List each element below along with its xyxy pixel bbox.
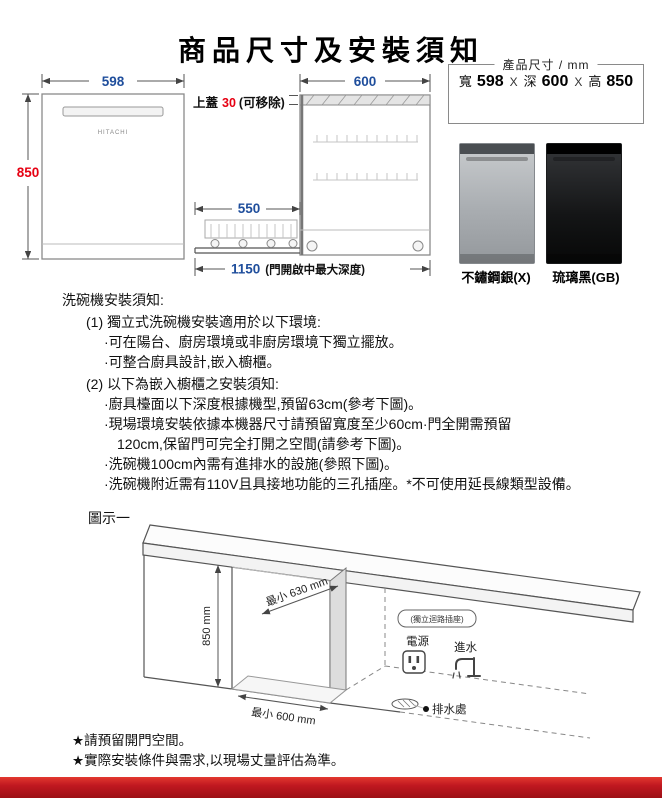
niche-depth-dim: 最小 630 mm [264, 575, 329, 609]
max-depth-dimension: 1150(門開啟中最大深度) [194, 258, 431, 277]
install-bullet: ·可整合廚具設計,嵌入櫥櫃。 [104, 354, 281, 370]
power-outlet-icon [402, 650, 426, 674]
front-view-diagram: 598 850 HITACHI [17, 74, 185, 260]
slide-depth-dim: 550 [238, 201, 261, 216]
kick-plate [460, 254, 534, 263]
product-image-silver [459, 143, 535, 264]
install-bullet: ·廚具檯面以下深度根據機型,預留63cm(參考下圖)。 [104, 396, 423, 412]
water-tap-icon [452, 657, 481, 679]
front-height-dim: 850 [17, 165, 40, 180]
control-panel [460, 144, 534, 154]
spec-separator: X [574, 75, 583, 89]
kick-plate [547, 254, 621, 263]
spec-width-label: 寬 [458, 74, 472, 89]
install-bullet-continuation: 120cm,保留門可完全打開之空間(請參考下圖)。 [117, 436, 411, 452]
spec-height-value: 850 [606, 73, 634, 90]
spec-depth-value: 600 [541, 73, 569, 90]
front-height-dimension: 850 [17, 93, 40, 260]
finish-label-silver: 不鏽鋼銀(X) [461, 270, 531, 285]
installation-isometric-diagram: 850 mm 最小 630 mm 最小 600 mm (獨立迴路插座) 電源 進… [142, 524, 641, 739]
spec-depth-label: 深 [523, 74, 537, 89]
product-size-box: 產品尺寸 / mm 寬 598 X 深 600 X 高 850 [448, 56, 644, 124]
figure-label: 圖示一 [88, 510, 130, 526]
install-section2-title: (2) 以下為嵌入櫥櫃之安裝須知: [86, 376, 279, 392]
side-depth-dimension: 600 [299, 74, 431, 92]
footnote-site-measure: ★實際安裝條件與需求,以現場丈量評估為準。 [72, 753, 345, 768]
power-label: 電源 [406, 634, 429, 648]
spec-box-content: 寬 598 X 深 600 X 高 850 [449, 65, 643, 123]
niche-depth-dimension: 最小 630 mm [261, 575, 339, 615]
drain-area: 排水處 [391, 698, 467, 716]
max-depth-dim: 1150(門開啟中最大深度) [231, 262, 365, 277]
handle-recess [62, 106, 164, 117]
dishwasher-front-outline: HITACHI [41, 93, 185, 260]
open-door [194, 247, 300, 254]
front-width-dim: 598 [102, 74, 125, 89]
water-label: 進水 [454, 641, 477, 654]
niche-floor [230, 675, 348, 704]
niche-height-dimension: 850 mm [201, 565, 222, 687]
finish-label-black: 琉璃黑(GB) [552, 270, 620, 285]
install-bullet: ·洗碗機附近需有110V且具接地功能的三孔插座。*不可使用延長線類型設備。 [104, 476, 580, 492]
niche-height-dim: 850 mm [201, 606, 213, 646]
dishwasher-side-outline [299, 94, 431, 256]
brand-label: HITACHI [98, 130, 129, 136]
outlet-callout: (獨立迴路插座) [397, 609, 477, 628]
slide-depth-dimension: 550 [194, 201, 301, 216]
handle-groove [466, 157, 528, 161]
outlet-note: (獨立迴路插座) [410, 614, 464, 624]
install-notes: 洗碗機安裝須知: (1) 獨立式洗碗機安裝適用於以下環境: ·可在陽台、廚房環境… [62, 290, 637, 494]
niche-width-dim: 最小 600 mm [250, 706, 316, 728]
side-depth-dim: 600 [354, 74, 377, 89]
spec-box-legend: 產品尺寸 / mm [494, 56, 598, 73]
product-image-black [546, 143, 622, 264]
install-section1-title: (1) 獨立式洗碗機安裝適用於以下環境: [86, 314, 321, 330]
install-bullet: ·可在陽台、廚房環境或非廚房環境下獨立擺放。 [104, 334, 403, 350]
counter-top [142, 524, 641, 623]
drain-label: 排水處 [432, 702, 467, 716]
spec-height-label: 高 [588, 74, 602, 89]
spec-width-value: 598 [476, 73, 504, 90]
removable-top-cover [299, 94, 431, 106]
footer-red-bar [0, 777, 662, 798]
interior-racks [313, 135, 418, 181]
control-panel [547, 144, 621, 154]
spec-separator: X [509, 75, 518, 89]
handle-groove [553, 157, 615, 161]
install-bullet: ·現場環境安裝依據本機器尺寸請預留寬度至少60cm·門全開需預留 [104, 416, 512, 432]
slide-out-rack [204, 219, 298, 248]
footnote-door-space: ★請預留開門空間。 [72, 733, 193, 748]
front-width-dimension: 598 [41, 74, 185, 89]
install-bullet: ·洗碗機100cm內需有進排水的設施(參照下圖)。 [104, 456, 399, 472]
install-heading: 洗碗機安裝須知: [62, 292, 164, 308]
page-title: 商品尺寸及安裝須知 [177, 34, 484, 66]
